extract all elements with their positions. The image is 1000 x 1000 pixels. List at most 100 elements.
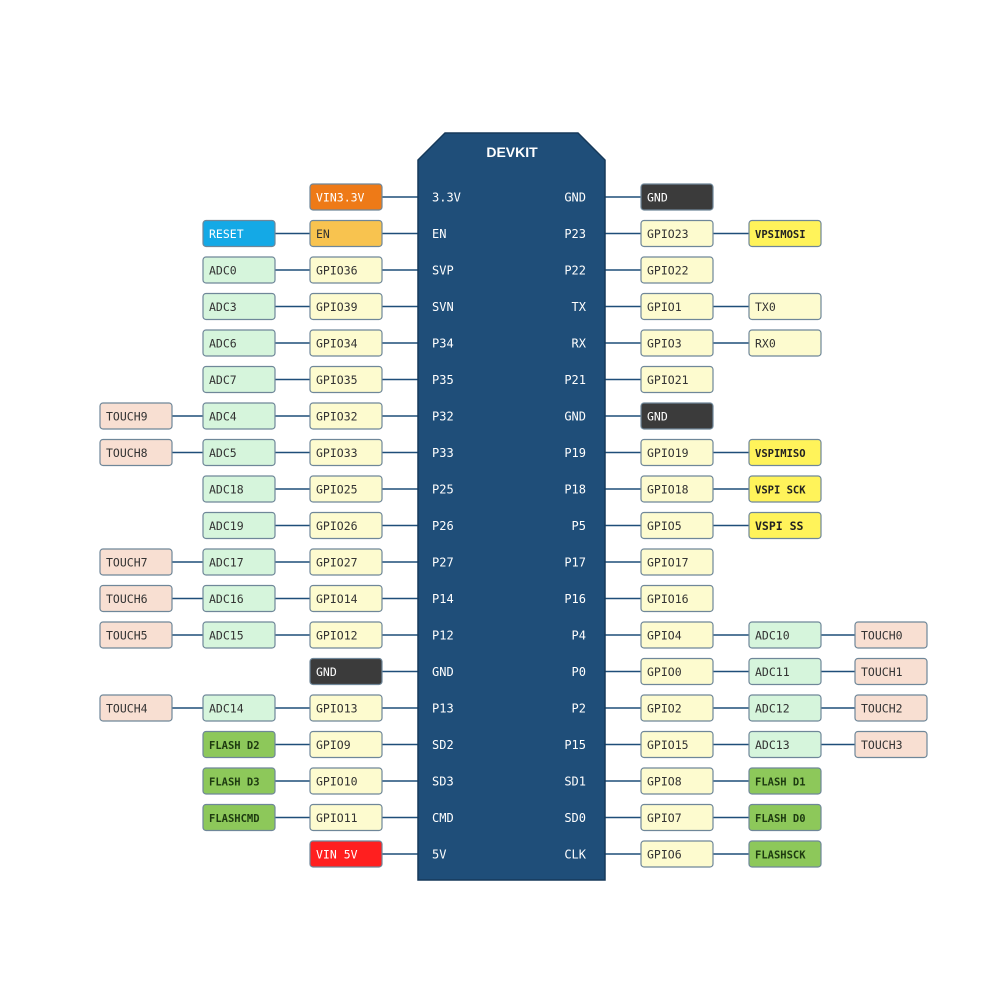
tag-touch8: TOUCH8 — [106, 446, 148, 460]
tag-gpio26: GPIO26 — [316, 519, 358, 533]
tag-adc6-box — [202, 329, 276, 357]
tag-adc11: ADC11 — [755, 665, 790, 679]
tag-gpio32: GPIO32 — [316, 410, 358, 424]
tag-adc10: ADC10 — [755, 629, 790, 643]
tag-gpio10-box — [309, 767, 383, 795]
tag-gpio32-box — [309, 402, 383, 430]
board-pin-p34: P34 — [432, 337, 454, 351]
tag-gpio16-box — [640, 584, 714, 613]
tag-vin3-3v: VIN3.3V — [316, 191, 365, 205]
tag-gnd-box — [309, 657, 383, 686]
tag-gpio27-box — [309, 548, 383, 576]
tag-gpio33: GPIO33 — [316, 446, 358, 460]
board-pin-p4: P4 — [572, 629, 586, 643]
tag-gpio33-box — [309, 438, 383, 467]
tag-flashcmd: FLASHCMD — [209, 813, 260, 825]
tag-adc13-box — [748, 730, 822, 759]
board-pin-p17: P17 — [564, 556, 586, 570]
tag-flash-d2: FLASH D2 — [209, 740, 260, 752]
tag-gpio1: GPIO1 — [647, 300, 682, 314]
board-pin-gnd: GND — [432, 665, 454, 679]
tag-gnd: GND — [647, 191, 668, 205]
board-pin-5v: 5V — [432, 848, 446, 862]
tag-rx0-box — [748, 329, 822, 357]
tag-adc12-box — [748, 694, 822, 722]
board-pin-p19: P19 — [564, 446, 586, 460]
tag-adc16: ADC16 — [209, 592, 244, 606]
tag-touch1: TOUCH1 — [861, 665, 903, 679]
tag-gpio19-box — [640, 438, 714, 467]
tag-gpio18: GPIO18 — [647, 483, 689, 497]
tag-gpio17: GPIO17 — [647, 556, 689, 570]
tag-adc14-box — [202, 694, 276, 722]
tag-gpio12-box — [309, 621, 383, 649]
tag-touch2-box — [854, 694, 928, 722]
tag-touch7: TOUCH7 — [106, 556, 148, 570]
tag-adc15: ADC15 — [209, 629, 244, 643]
tag-gpio7: GPIO7 — [647, 811, 682, 825]
tag-gpio8: GPIO8 — [647, 775, 682, 789]
tag-vspimiso: VSPIMISO — [755, 448, 806, 460]
board-pin-p21: P21 — [564, 373, 586, 387]
board-pin-gnd: GND — [564, 410, 586, 424]
board-pin-p12: P12 — [432, 629, 454, 643]
tag-adc6: ADC6 — [209, 337, 237, 351]
tag-touch9: TOUCH9 — [106, 410, 148, 424]
board-pin-clk: CLK — [564, 848, 586, 862]
tag-flash-d3: FLASH D3 — [209, 777, 260, 789]
tag-tx0: TX0 — [755, 300, 776, 314]
tag-gpio3: GPIO3 — [647, 337, 682, 351]
board-title: DEVKIT — [486, 144, 538, 160]
tag-adc14: ADC14 — [209, 702, 244, 716]
tag-gpio27: GPIO27 — [316, 556, 358, 570]
tag-reset-box — [202, 219, 276, 248]
tag-adc18: ADC18 — [209, 483, 244, 497]
tag-flash-d0: FLASH D0 — [755, 813, 806, 825]
tag-reset: RESET — [209, 227, 244, 241]
tag-gpio5: GPIO5 — [647, 519, 682, 533]
tag-adc0-box — [202, 256, 276, 284]
board-body — [417, 132, 606, 881]
tag-gpio9-box — [309, 730, 383, 759]
board-pin-p15: P15 — [564, 738, 586, 752]
tag-gpio11-box — [309, 803, 383, 832]
tag-gpio3-box — [640, 329, 714, 357]
tag-touch9-box — [99, 402, 173, 430]
tag-gnd-box — [640, 183, 714, 211]
tag-gpio36-box — [309, 256, 383, 284]
board-pin-p33: P33 — [432, 446, 454, 460]
tag-gpio7-box — [640, 803, 714, 832]
tag-gpio0-box — [640, 657, 714, 686]
board-pin-p2: P2 — [572, 702, 586, 716]
board-pin-p26: P26 — [432, 519, 454, 533]
board-pin-p5: P5 — [572, 519, 586, 533]
tag-gpio9: GPIO9 — [316, 738, 351, 752]
tag-vspi-ss: VSPI SS — [755, 519, 804, 533]
tag-gpio22-box — [640, 256, 714, 284]
board-pin-p13: P13 — [432, 702, 454, 716]
tag-gpio35-box — [309, 365, 383, 394]
tag-touch3-box — [854, 730, 928, 759]
board-pin-p35: P35 — [432, 373, 454, 387]
tag-gpio15-box — [640, 730, 714, 759]
tag-adc16-box — [202, 584, 276, 613]
tag-gpio22: GPIO22 — [647, 264, 689, 278]
tag-en-box — [309, 219, 383, 248]
tag-gpio23: GPIO23 — [647, 227, 689, 241]
tag-touch5: TOUCH5 — [106, 629, 148, 643]
board-pin-p23: P23 — [564, 227, 586, 241]
board-pin-p27: P27 — [432, 556, 454, 570]
tag-touch1-box — [854, 657, 928, 686]
tag-vspimiso-box — [748, 438, 822, 467]
tag-touch4: TOUCH4 — [106, 702, 148, 716]
tag-gpio6: GPIO6 — [647, 848, 682, 862]
tag-vin-5v-box — [309, 840, 383, 868]
tag-adc5-box — [202, 438, 276, 467]
board-pin-tx: TX — [572, 300, 587, 314]
tag-adc7: ADC7 — [209, 373, 237, 387]
board-pin-labels: 3.3VENSVPSVNP34P35P32P33P25P26P27P14P12G… — [432, 191, 587, 862]
tag-adc3: ADC3 — [209, 300, 237, 314]
tag-gpio34-box — [309, 329, 383, 357]
tag-gpio4-box — [640, 621, 714, 649]
